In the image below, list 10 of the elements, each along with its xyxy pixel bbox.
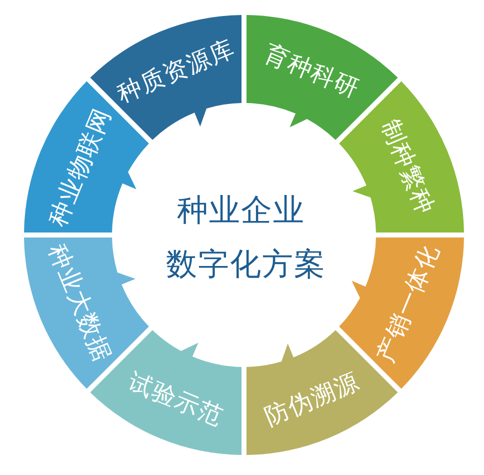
segment-label: 制种繁种 — [377, 116, 438, 218]
segment-label: 种业大数据 — [45, 240, 116, 366]
segment-label: 种质资源库 — [114, 36, 239, 106]
segment-label: 试验示范 — [125, 368, 228, 429]
segment-label: 产销一体化 — [372, 240, 443, 366]
center-title: 种业企业 — [177, 196, 305, 226]
segment-label: 育种科研 — [260, 41, 363, 102]
segment-label: 防伪溯源 — [260, 368, 363, 429]
segment-label: 种业物联网 — [45, 104, 116, 230]
center-title: 数字化方案 — [166, 250, 326, 280]
